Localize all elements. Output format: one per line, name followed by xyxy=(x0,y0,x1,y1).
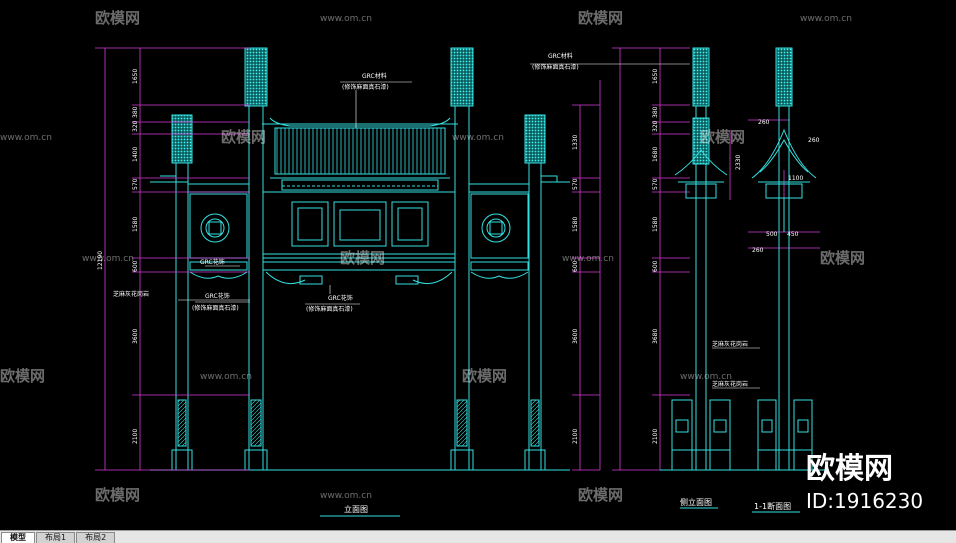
side-elevation-title: 侧立面图 xyxy=(680,497,712,507)
watermark-corner-id: ID:1916230 xyxy=(806,489,923,513)
left-side-panel xyxy=(189,193,248,279)
watermark-brand: 欧模网 xyxy=(0,367,45,385)
watermark-brand: 欧模网 xyxy=(340,249,385,267)
right-inner-pillar xyxy=(450,47,474,471)
right-outer-pillar xyxy=(524,114,546,471)
watermark-url: www.om.cn xyxy=(452,133,504,143)
callout-grc-top-sub: (修饰麻面真石漆) xyxy=(342,83,389,91)
view-titles: 立面图 侧立面图 1-1断面图 xyxy=(344,497,791,514)
dim-left: 380 xyxy=(132,106,139,118)
callout-grc-left-mid: GRC花饰 xyxy=(205,292,230,300)
elevation-title: 立面图 xyxy=(344,504,368,514)
dim-left: 1650 xyxy=(132,69,139,84)
dim-section: 260 xyxy=(758,119,770,126)
dim-section: 500 xyxy=(766,231,778,238)
dim-mid: 2100 xyxy=(572,429,579,444)
callout-grc-side-sub: (修饰麻面真石漆) xyxy=(532,63,579,71)
dim-section: 450 xyxy=(787,231,799,238)
watermark-url: www.om.cn xyxy=(562,254,614,264)
watermark-brand: 欧模网 xyxy=(820,249,865,267)
watermark-url: www.om.cn xyxy=(800,14,852,24)
watermark-brand: 欧模网 xyxy=(578,486,623,504)
dim-mid: 600 xyxy=(572,260,579,272)
right-side-panel xyxy=(470,193,529,279)
dim-mid: 1330 xyxy=(572,135,579,150)
dim-side: 1650 xyxy=(652,69,659,84)
dim-mid: 1580 xyxy=(572,217,579,232)
tab-layout-2[interactable]: 布局2 xyxy=(76,532,116,543)
dim-section: 2330 xyxy=(735,155,742,170)
callout-side-note-1: 芝麻灰花岗岩 xyxy=(712,340,748,348)
dim-left: 600 xyxy=(132,260,139,272)
callout-grc-top: GRC材料 xyxy=(362,72,387,80)
callout-grc-flower-left: GRC花饰 xyxy=(200,258,225,266)
dim-section: 1100 xyxy=(788,175,803,182)
dim-mid: 570 xyxy=(572,178,579,190)
watermark-layer: 欧模网 欧模网 欧模网 欧模网 欧模网 欧模网 欧模网 欧模网 欧模网 欧模网 … xyxy=(0,9,865,504)
watermark-brand: 欧模网 xyxy=(95,9,140,27)
callout-side-note-2: 芝麻灰花岗岩 xyxy=(712,380,748,388)
watermark-corner: 欧模网 ID:1916230 xyxy=(806,451,923,513)
watermark-brand: 欧模网 xyxy=(578,9,623,27)
layout-tab-bar: 模型 布局1 布局2 xyxy=(0,530,956,543)
dim-side: 2100 xyxy=(652,429,659,444)
dim-side: 3680 xyxy=(652,329,659,344)
callout-grc-side: GRC材料 xyxy=(548,52,573,60)
front-elevation xyxy=(150,47,570,517)
dimension-lines xyxy=(95,47,820,471)
watermark-brand: 欧模网 xyxy=(700,128,745,146)
watermark-url: www.om.cn xyxy=(0,133,52,143)
tab-layout-1[interactable]: 布局1 xyxy=(36,532,76,543)
watermark-brand: 欧模网 xyxy=(462,367,507,385)
dim-left: 3600 xyxy=(132,329,139,344)
callout-left-pillar-note: 芝麻灰花岗岩 xyxy=(113,290,149,298)
dim-side: 600 xyxy=(652,260,659,272)
dim-total: 12190 xyxy=(97,251,104,270)
dim-side: 1580 xyxy=(652,217,659,232)
dim-section: 260 xyxy=(808,137,820,144)
dim-left: 2100 xyxy=(132,429,139,444)
left-outer-pillar xyxy=(171,114,193,471)
callout-grc-left-mid-sub: (修饰麻面真石漆) xyxy=(192,304,239,312)
dim-section: 260 xyxy=(752,247,764,254)
section-title: 1-1断面图 xyxy=(754,501,791,511)
watermark-brand: 欧模网 xyxy=(95,486,140,504)
watermark-brand: 欧模网 xyxy=(221,128,266,146)
callout-labels: GRC材料 (修饰麻面真石漆) GRC材料 (修饰麻面真石漆) GRC花饰 GR… xyxy=(113,52,748,388)
dim-left: 1580 xyxy=(132,217,139,232)
watermark-url: www.om.cn xyxy=(680,372,732,382)
watermark-corner-brand: 欧模网 xyxy=(806,451,893,485)
tab-model[interactable]: 模型 xyxy=(1,532,35,543)
dim-left: 320 xyxy=(132,120,139,132)
watermark-url: www.om.cn xyxy=(320,14,372,24)
dim-mid: 3600 xyxy=(572,329,579,344)
central-panel xyxy=(262,191,456,271)
central-roof xyxy=(262,117,458,191)
dim-side: 320 xyxy=(652,120,659,132)
watermark-url: www.om.cn xyxy=(320,491,372,501)
callout-grc-center-sub: (修饰麻面真石漆) xyxy=(306,305,353,313)
cad-drawing-canvas[interactable]: GRC材料 (修饰麻面真石漆) GRC材料 (修饰麻面真石漆) GRC花饰 GR… xyxy=(0,0,956,530)
watermark-url: www.om.cn xyxy=(200,372,252,382)
dim-side: 570 xyxy=(652,178,659,190)
dimension-values: 12190 1650 380 320 1400 570 1580 600 360… xyxy=(97,69,820,444)
dim-left: 1400 xyxy=(132,147,139,162)
leader-lines xyxy=(178,63,760,389)
section-1-1 xyxy=(750,47,825,513)
dim-left: 570 xyxy=(132,178,139,190)
dim-side: 1680 xyxy=(652,147,659,162)
dim-side: 380 xyxy=(652,106,659,118)
callout-grc-center: GRC花饰 xyxy=(328,294,353,302)
side-elevation xyxy=(660,47,760,509)
left-inner-pillar xyxy=(244,47,268,471)
watermark-url: www.om.cn xyxy=(82,254,134,264)
